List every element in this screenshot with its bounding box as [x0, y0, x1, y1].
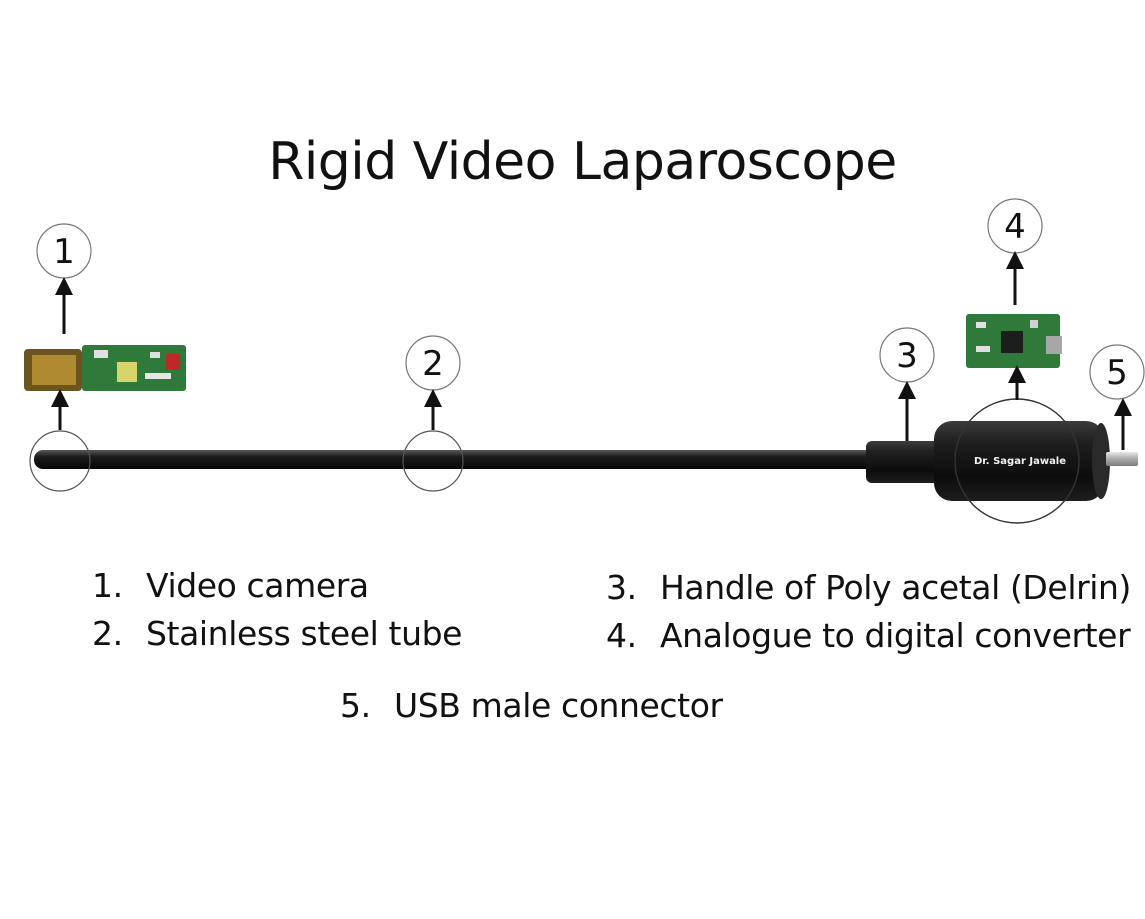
- video-camera: [24, 345, 186, 391]
- legend-text: Analogue to digital converter: [660, 616, 1131, 655]
- legend-item-5: 5. USB male connector: [340, 686, 723, 725]
- marker-label-3: 3: [896, 336, 918, 376]
- legend-item-1: 1. Video camera: [92, 566, 369, 605]
- legend-number: 1.: [92, 566, 123, 605]
- legend-number: 5.: [340, 686, 371, 725]
- legend-text: USB male connector: [394, 686, 723, 725]
- legend-item-4: 4. Analogue to digital converter: [606, 616, 1131, 655]
- legend-number: 4.: [606, 616, 637, 655]
- marker-label-2: 2: [422, 344, 444, 384]
- legend-number: 3.: [606, 568, 637, 607]
- steel-tube: [34, 450, 880, 469]
- legend-item-3: 3. Handle of Poly acetal (Delrin): [606, 568, 1131, 607]
- legend-text: Stainless steel tube: [146, 614, 463, 653]
- marker-label-1: 1: [53, 232, 75, 272]
- page-title: Rigid Video Laparoscope: [268, 132, 897, 192]
- marker-label-5: 5: [1106, 353, 1128, 393]
- converter-board: [966, 314, 1062, 368]
- highlight-circle-camera: [29, 430, 91, 492]
- usb-connector: [1106, 452, 1138, 466]
- legend-text: Video camera: [146, 566, 369, 605]
- handle: Dr. Sagar Jawale: [866, 421, 1110, 501]
- brand-label: Dr. Sagar Jawale: [974, 456, 1066, 467]
- legend-text: Handle of Poly acetal (Delrin): [660, 568, 1132, 607]
- highlight-circle-tube: [402, 430, 464, 492]
- legend-number: 2.: [92, 614, 123, 653]
- marker-label-4: 4: [1004, 207, 1026, 247]
- legend-item-2: 2. Stainless steel tube: [92, 614, 462, 653]
